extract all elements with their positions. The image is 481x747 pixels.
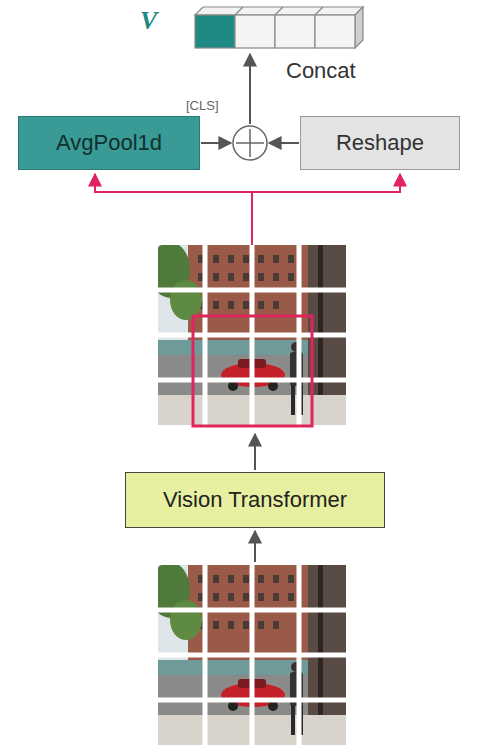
concat-label: Concat bbox=[286, 58, 356, 84]
input-patches bbox=[150, 562, 346, 745]
cls-label: [CLS] bbox=[186, 98, 219, 113]
vector-name: V bbox=[140, 6, 157, 36]
concat-symbol bbox=[233, 126, 267, 160]
pool-box: AvgPool1d bbox=[18, 116, 200, 170]
box-text: Reshape bbox=[336, 130, 424, 156]
output-patches bbox=[150, 242, 346, 426]
box-text: AvgPool1d bbox=[56, 130, 162, 156]
reshape-box: Reshape bbox=[300, 116, 460, 170]
box-text: Vision Transformer bbox=[163, 487, 347, 513]
vector-v bbox=[195, 7, 363, 48]
transformer-box: Vision Transformer bbox=[125, 472, 385, 528]
